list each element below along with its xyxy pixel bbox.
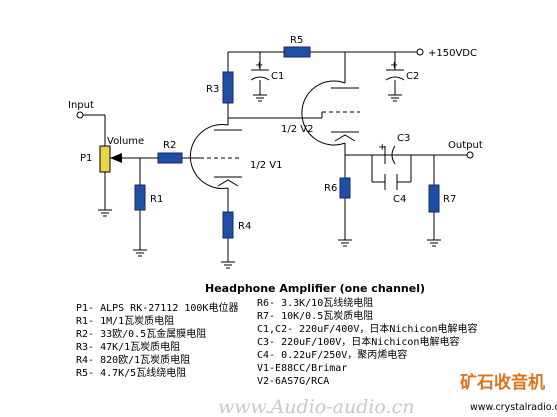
resistor-r3 (222, 71, 234, 104)
part-line: R4- 820欧/1瓦炭质电阻 (76, 353, 190, 366)
tube-v1 (189, 124, 242, 189)
label-c4: C4 (393, 194, 406, 205)
tube-v1-label: 1/2 V1 (250, 160, 282, 171)
output-label: Output (448, 140, 483, 151)
supply-label: +150VDC (428, 48, 477, 59)
part-line: C1,C2- 220uF/400V，日本Nichicon电解电容 (257, 322, 478, 335)
label-r4: R4 (238, 221, 251, 232)
tube-v2 (301, 80, 360, 146)
parts-list-title: Headphone Amplifier (one channel) (205, 282, 425, 295)
capacitor-c1 (250, 69, 270, 81)
label-r7: R7 (443, 194, 456, 205)
part-line: V1-E88CC/Brimar (257, 363, 347, 374)
part-line: R3- 47K/1瓦炭质电阻 (76, 340, 180, 353)
potentiometer-p1 (99, 145, 111, 173)
watermark-small-url: www.crystalradio.cn (470, 402, 557, 413)
volume-label: Volume (107, 136, 144, 147)
label-r5: R5 (290, 35, 303, 46)
part-line: R7- 10K/0.5瓦炭质电阻 (257, 309, 373, 322)
polarity-c3: + (378, 142, 386, 153)
capacitor-c3 (384, 145, 396, 165)
part-line: R1- 1M/1瓦炭质电阻 (76, 314, 174, 327)
resistor-r1 (134, 184, 146, 211)
part-line: C3- 220uF/100V，日本Nichicon电解电容 (257, 335, 459, 348)
resistor-r4 (222, 211, 234, 239)
label-r1: R1 (150, 194, 163, 205)
label-c2: C2 (406, 71, 419, 82)
polarity-c1: + (255, 60, 263, 71)
pot-wiper-icon (110, 153, 122, 163)
parts-list-left: P1- ALPS RK-27112 100K电位器 R1- 1M/1瓦炭质电阻 … (76, 301, 238, 379)
output-terminal (466, 151, 474, 159)
resistor-r5 (283, 46, 311, 58)
part-line: R6- 3.3K/10瓦线绕电阻 (257, 296, 373, 309)
label-c3: C3 (397, 133, 410, 144)
resistor-r2 (157, 152, 183, 164)
part-line: C4- 0.22uF/250V，聚丙烯电容 (257, 348, 407, 361)
supply-terminal (416, 48, 424, 56)
label-r3: R3 (206, 84, 219, 95)
input-terminal (76, 111, 84, 119)
part-line: R5- 4.7K/5瓦线绕电阻 (76, 366, 186, 379)
part-line: P1- ALPS RK-27112 100K电位器 (76, 301, 238, 314)
label-r6: R6 (324, 183, 337, 194)
label-p1: P1 (80, 153, 92, 164)
ground-symbols (98, 94, 441, 269)
label-c1: C1 (271, 71, 284, 82)
resistor-r6 (339, 177, 351, 199)
capacitor-c2 (385, 69, 405, 81)
resistor-r7 (428, 184, 440, 213)
parts-list-right: R6- 3.3K/10瓦线绕电阻 R7- 10K/0.5瓦炭质电阻 C1,C2-… (257, 296, 478, 387)
part-line: V2-6AS7G/RCA (257, 376, 329, 387)
label-r2: R2 (163, 140, 176, 151)
watermark-url: www.Audio-audio.cn (218, 396, 414, 417)
tube-v2-label: 1/2 V2 (281, 124, 313, 135)
capacitor-c4 (384, 174, 398, 190)
input-label: Input (68, 100, 94, 111)
polarity-c2: + (390, 60, 398, 71)
watermark-site-cn: 矿石收音机 (460, 372, 545, 393)
part-line: R2- 33欧/0.5瓦金属膜电阻 (76, 327, 206, 340)
wires (80, 51, 470, 262)
